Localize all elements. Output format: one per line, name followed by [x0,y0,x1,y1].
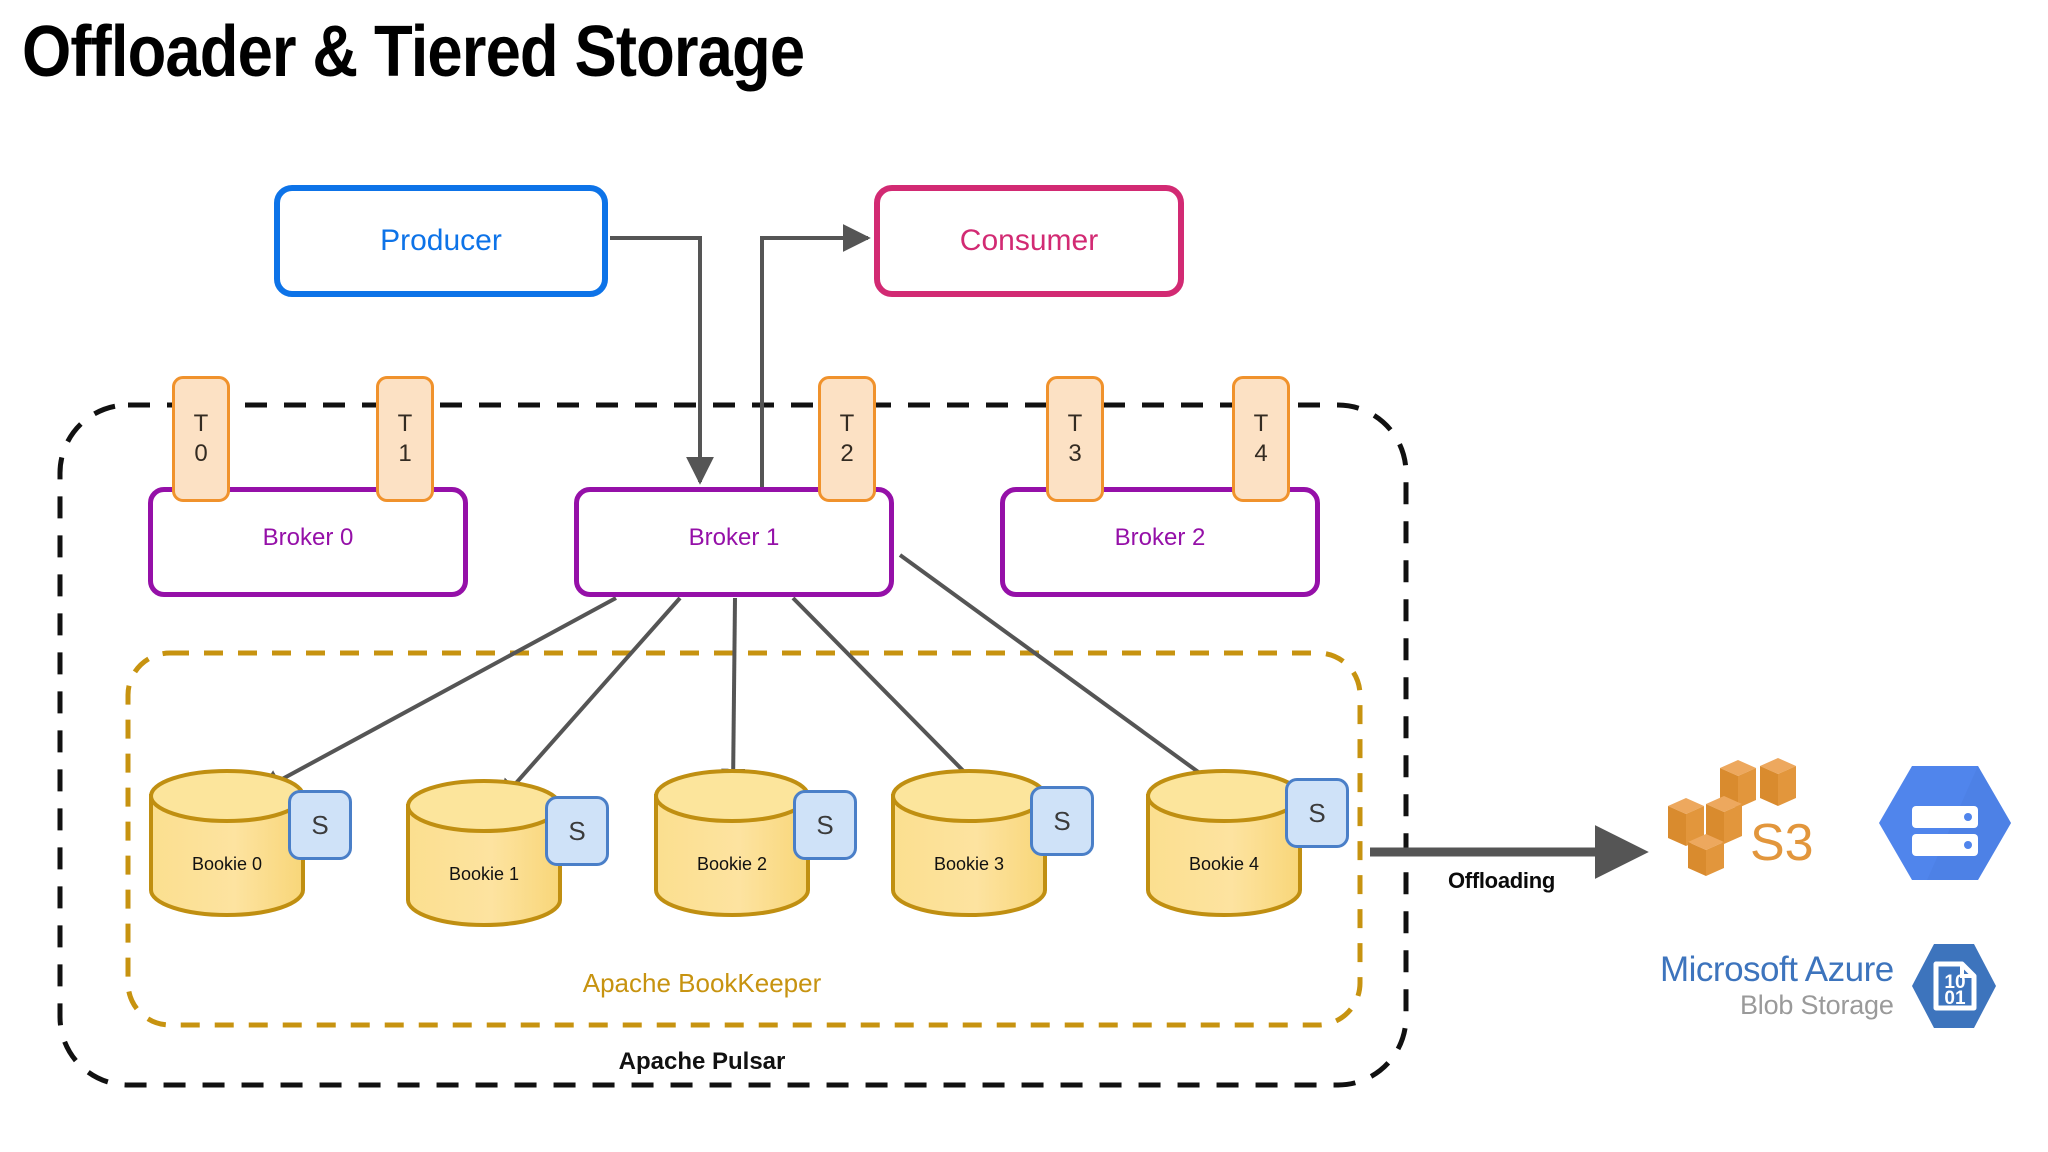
topic-index-0: 0 [194,440,208,467]
broker-label-1: Broker 1 [688,524,780,551]
topic-index-3: 3 [1068,440,1082,467]
topic-name-0: T [193,410,209,437]
broker-label-2: Broker 2 [1114,524,1206,551]
bookie-node-2[interactable]: Bookie 2 [653,768,811,918]
topic-name-1: T [397,410,413,437]
topic-name-4: T [1253,410,1269,437]
bookie-label-4: Bookie 4 [1188,854,1260,874]
storage-badge-1[interactable]: S [545,796,609,866]
broker-label-0: Broker 0 [262,524,354,551]
cylinder-icon [1146,769,1302,917]
bookie-label-3: Bookie 3 [933,854,1005,874]
broker1-to-bookie2-arrow [721,597,746,793]
bookie-label-0: Bookie 0 [191,854,263,874]
bookie-label-2: Bookie 2 [696,854,768,874]
bookie-label-1: Bookie 1 [448,864,520,884]
azure-wordmark: Microsoft Azure Blob Storage [1660,950,1894,1021]
topic-node-0[interactable]: T 0 [172,376,230,502]
consumer-label: Consumer [959,224,1099,257]
topic-name-3: T [1067,410,1083,437]
apache-pulsar-label: Apache Pulsar [618,1048,786,1075]
topic-index-2: 2 [840,440,854,467]
topic-name-2: T [839,410,855,437]
topic-index-4: 4 [1254,440,1268,467]
broker1-to-bookie0-arrow [257,596,617,793]
cylinder-icon [406,779,562,927]
azure-blob-icon: 10 01 [1911,944,1996,1028]
azure-product-label: Blob Storage [1739,990,1894,1021]
apache-bookkeeper-label: Apache BookKeeper [582,968,822,998]
google-cloud-storage-logo [1879,766,2011,880]
bookie-node-4[interactable]: Bookie 4 [1145,768,1303,918]
topic-node-2[interactable]: T 2 [818,376,876,502]
bookie-node-1[interactable]: Bookie 1 [405,778,563,928]
page-title: Offloader & Tiered Storage [22,12,805,92]
storage-badge-4[interactable]: S [1285,778,1349,848]
bookie-node-0[interactable]: Bookie 0 [148,768,306,918]
consumer-node[interactable]: Consumer [874,185,1184,297]
cylinder-icon [654,769,810,917]
bookie-node-3[interactable]: Bookie 3 [890,768,1048,918]
aws-s3-logo: S3 [1668,758,1814,876]
storage-badge-2[interactable]: S [793,790,857,860]
producer-to-broker1-arrow [610,236,714,485]
svg-text:01: 01 [1944,988,1966,1009]
topic-node-1[interactable]: T 1 [376,376,434,502]
topic-node-4[interactable]: T 4 [1232,376,1290,502]
storage-badge-3[interactable]: S [1030,786,1094,856]
producer-node[interactable]: Producer [274,185,608,297]
cylinder-icon [149,769,305,917]
storage-badge-0[interactable]: S [288,790,352,860]
cylinder-icon [891,769,1047,917]
aws-s3-label: S3 [1750,814,1814,872]
broker-node-0[interactable]: Broker 0 [148,487,468,597]
producer-label: Producer [380,224,502,257]
broker-node-1[interactable]: Broker 1 [574,487,894,597]
topic-node-3[interactable]: T 3 [1046,376,1104,502]
azure-brand-label: Microsoft Azure [1660,950,1894,990]
broker-node-2[interactable]: Broker 2 [1000,487,1320,597]
azure-blob-storage-logo: Microsoft Azure Blob Storage 10 01 [1660,938,2032,1034]
offloading-label: Offloading [1448,868,1555,893]
topic-index-1: 1 [398,440,412,467]
svg-text:10: 10 [1944,972,1965,993]
